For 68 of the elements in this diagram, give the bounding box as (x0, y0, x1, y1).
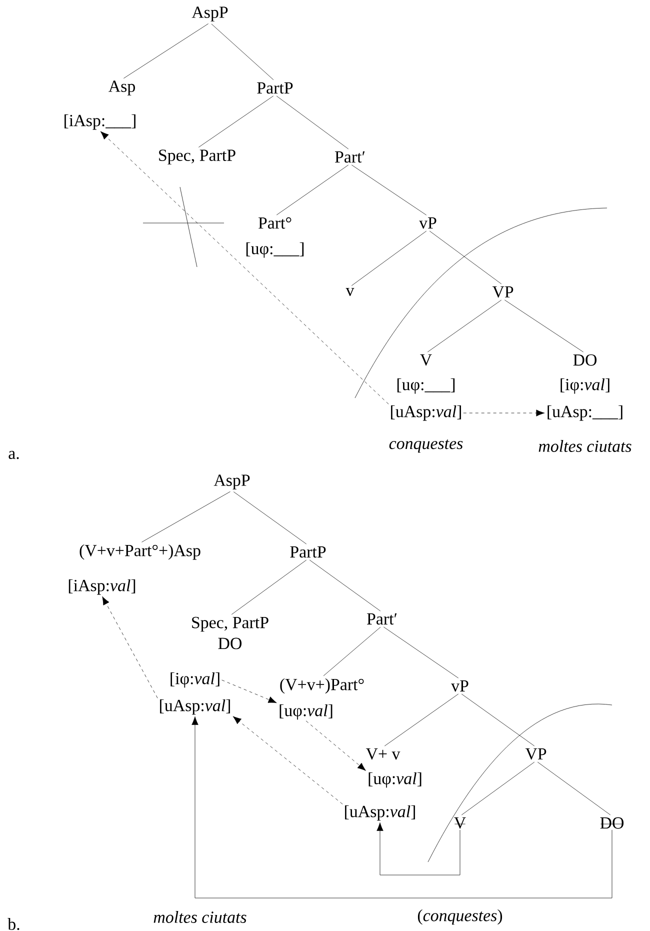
tree-branch (198, 96, 274, 148)
tree-node-label: Part′ (367, 613, 397, 625)
tree-branch (309, 560, 381, 612)
tree-branch (383, 626, 459, 678)
tree-branch (233, 492, 307, 544)
tree-node-label: vP (419, 217, 436, 229)
arrow (192, 716, 612, 898)
tree-node-label: (V+v+Part°+)Asp (80, 544, 200, 560)
word-gloss: (conquestes) (418, 909, 502, 925)
tree-node-label: AspP (214, 474, 250, 490)
tree-node-label: PartP (290, 546, 326, 558)
word-gloss: conquestes (389, 439, 463, 453)
item-letter: a. (8, 450, 19, 460)
tree-branch (427, 300, 502, 352)
tree-branch (504, 300, 584, 352)
item-letter: b. (8, 918, 20, 930)
feature-bundle: [uAsp:___] (548, 405, 622, 421)
tree-branch (384, 694, 459, 746)
arrow (306, 720, 366, 771)
feature-bundle: [iAsp:___] (64, 114, 136, 130)
tree-node-label: (V+v+)Part° (280, 678, 364, 694)
feature-bundle: [iAsp:val] (68, 579, 136, 595)
arrow (376, 822, 460, 876)
tree-node-label: DO (573, 354, 597, 366)
struck-tree-node: V (454, 817, 466, 829)
tree-node-label: VP (492, 286, 514, 298)
tree-node-label: Spec, PartP (159, 150, 236, 164)
arrow (100, 131, 389, 404)
tree-branch (429, 230, 502, 284)
tree-branch (351, 230, 427, 286)
feature-bundle: [uAsp:val] (345, 805, 415, 821)
tree-branch (123, 24, 209, 79)
feature-bundle: [uφ:___] (397, 378, 455, 394)
tree-branch (537, 762, 611, 816)
tree-node-label: V+ v (366, 748, 400, 760)
tree-node-label: Asp (108, 80, 135, 96)
tree-node-label: Spec, PartP DO (192, 616, 268, 650)
tree-node-label: V (420, 354, 432, 366)
tree-node-label: Part° (258, 217, 292, 229)
tree-branch (142, 491, 230, 542)
tree-branch (461, 762, 535, 816)
tree-node-label: PartP (257, 82, 293, 94)
feature-bundle: [uφ:___] (246, 242, 304, 258)
tree-node-label: vP (451, 680, 468, 692)
tree-branch (231, 560, 307, 615)
feature-bundle: [uφ:val] (280, 704, 332, 720)
tree-node-label: AspP (192, 6, 228, 22)
tree-branch (461, 694, 535, 746)
arrow (102, 596, 158, 698)
arrow (463, 410, 545, 416)
word-gloss: moltes ciutats (538, 440, 632, 452)
feature-bundle: [uφ:val] (368, 772, 422, 788)
tree-branch (276, 164, 349, 216)
tree-node-label: Part′ (335, 151, 365, 163)
feature-bundle: [iφ:val] (560, 378, 610, 394)
tree-branch (323, 626, 381, 676)
tree-node-label: v (346, 288, 354, 296)
tree-node-label: VP (525, 748, 546, 760)
feature-bundle: [uAsp:val] (391, 405, 461, 421)
arrow (232, 716, 343, 804)
word-gloss: moltes ciutats (154, 911, 246, 923)
struck-tree-node: DO (600, 817, 624, 829)
tree-branch (276, 96, 349, 150)
tree-branch (351, 164, 427, 216)
arrow (222, 680, 277, 704)
feature-bundle: [uAsp:val] (160, 699, 230, 715)
tree-branch (211, 24, 274, 80)
feature-bundle: [iφ:val] (170, 672, 220, 688)
